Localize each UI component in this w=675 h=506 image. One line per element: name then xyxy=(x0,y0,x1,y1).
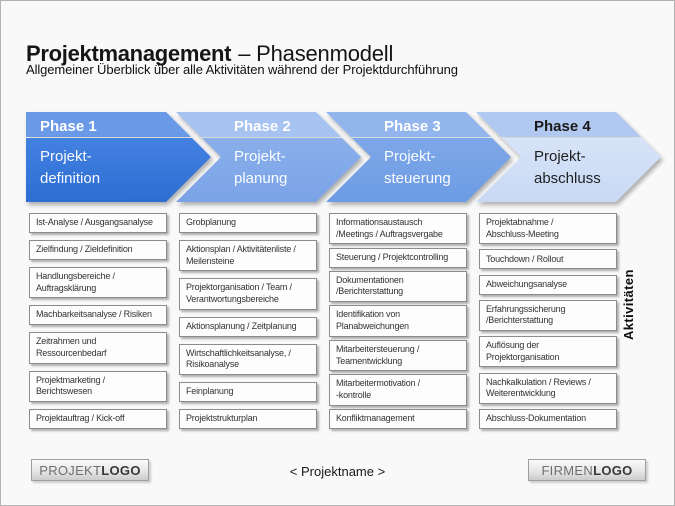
activity-item: Aktionsplan / Aktivitätenliste / Meilens… xyxy=(179,239,317,272)
activity-item: Feinplanung xyxy=(179,381,317,402)
activity-item: Mitarbeitersteuerung / Teamentwicklung xyxy=(329,339,467,372)
activity-item: Ist-Analyse / Ausgangsanalyse xyxy=(29,213,167,233)
footer-project-name: < Projektname > xyxy=(289,464,386,479)
activity-column-phase-4: Projektabnahme / Abschluss-Meeting Touch… xyxy=(479,213,617,429)
side-label-aktivitaeten: Aktivitäten xyxy=(621,269,636,341)
phase-arrow-3: Phase 3 Projekt- steuerung xyxy=(326,112,511,202)
company-logo-prefix: FIRMEN xyxy=(541,462,594,478)
phase-1-name: Phase 1 xyxy=(40,118,97,135)
activity-item: Machbarkeitsanalyse / Risiken xyxy=(29,305,167,326)
phase-arrow-1-shape: Phase 1 Projekt- definition xyxy=(26,112,211,202)
activity-item: Erfahrungssicherung /Berichterstattung xyxy=(479,299,617,331)
phase-arrow-1: Phase 1 Projekt- definition xyxy=(26,112,211,202)
phase-arrow-2: Phase 2 Projekt- planung xyxy=(176,112,361,202)
activity-item: Grobplanung xyxy=(179,213,317,233)
activity-item: Konfliktmanagement xyxy=(329,409,467,429)
activity-item: Aktionsplanung / Zeitplanung xyxy=(179,316,317,337)
activity-item: Projektabnahme / Abschluss-Meeting xyxy=(479,213,617,245)
activity-item: Auflösung der Projektorganisation xyxy=(479,336,617,368)
phase-arrow-4-shape: Phase 4 Projekt- abschluss xyxy=(476,112,661,202)
activity-item: Informationsaustausch /Meetings / Auftra… xyxy=(329,213,467,245)
page-title-rest: – Phasenmodell xyxy=(238,40,394,66)
activity-column-phase-3: Informationsaustausch /Meetings / Auftra… xyxy=(329,213,467,429)
activity-item: Dokumentationen /Berichterstattung xyxy=(329,270,467,303)
activity-item: Handlungsbereiche / Auftragsklärung xyxy=(29,266,167,299)
activity-item: Nachkalkulation / Reviews / Weiterentwic… xyxy=(479,372,617,404)
phase-3-title: Projekt- steuerung xyxy=(384,148,451,187)
page-title: Projektmanagement– Phasenmodell xyxy=(26,41,393,67)
activity-item: Touchdown / Rollout xyxy=(479,249,617,270)
activity-column-phase-2: Grobplanung Aktionsplan / Aktivitätenlis… xyxy=(179,213,317,429)
phase-2-name: Phase 2 xyxy=(234,118,291,135)
company-logo-suffix: LOGO xyxy=(593,462,633,478)
activity-item: Projektstrukturplan xyxy=(179,408,317,429)
phase-arrow-4: Phase 4 Projekt- abschluss xyxy=(476,112,661,202)
activity-item: Abschluss-Dokumentation xyxy=(479,408,617,429)
project-logo-prefix: PROJEKT xyxy=(39,462,102,478)
activity-item: Projektorganisation / Team / Verantwortu… xyxy=(179,278,317,310)
activity-item: Abweichungsanalyse xyxy=(479,274,617,295)
phase-arrow-strip: Phase 1 Projekt- definition Phase 2 Proj… xyxy=(26,112,661,202)
activity-item: Steuerung / Projektcontrolling xyxy=(329,247,467,268)
activity-column-phase-1: Ist-Analyse / Ausgangsanalyse Zielfindun… xyxy=(29,213,167,429)
activity-item: Projektauftrag / Kick-off xyxy=(29,408,167,429)
page-subtitle: Allgemeiner Überblick über alle Aktivitä… xyxy=(26,62,458,77)
activity-item: Projektmarketing / Berichtswesen xyxy=(29,370,167,402)
activity-item: Zeitrahmen und Ressourcenbedarf xyxy=(29,332,167,364)
project-logo-suffix: LOGO xyxy=(101,462,141,478)
activity-item: Mitarbeitermotivation / -kontrolle xyxy=(329,374,467,406)
phase-arrow-3-shape: Phase 3 Projekt- steuerung xyxy=(326,112,511,202)
page-title-accent: Projektmanagement xyxy=(26,40,232,66)
activity-item: Wirtschaftlichkeitsanalyse, / Risikoanal… xyxy=(179,343,317,375)
phase-4-title: Projekt- abschluss xyxy=(534,148,601,187)
activity-item: Identifikation von Planabweichungen xyxy=(329,305,467,337)
phase-2-title: Projekt- planung xyxy=(234,148,288,187)
phase-1-title: Projekt- definition xyxy=(40,148,101,187)
activity-item: Zielfindung / Zieldefinition xyxy=(29,239,167,260)
phase-4-name: Phase 4 xyxy=(534,118,591,135)
phase-3-name: Phase 3 xyxy=(384,118,441,135)
